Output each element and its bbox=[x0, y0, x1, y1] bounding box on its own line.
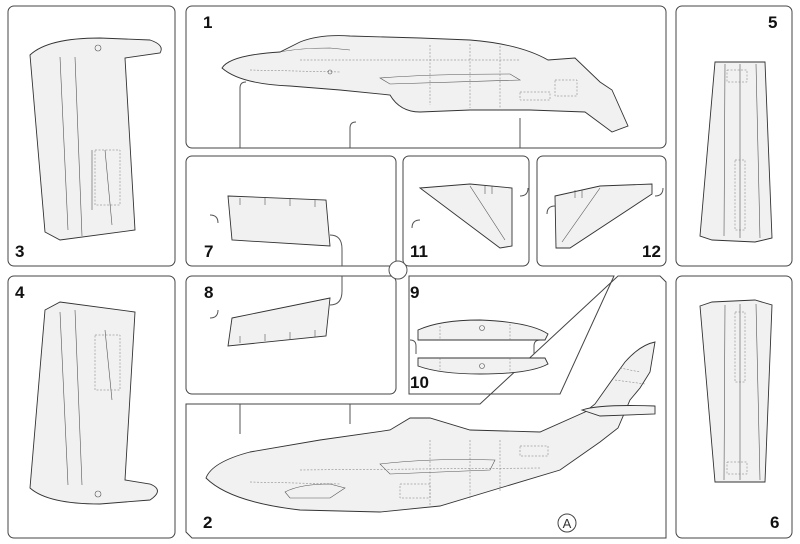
part-3-panel bbox=[94, 149, 121, 206]
part-2-hatch bbox=[519, 445, 549, 457]
cell-4 bbox=[7, 275, 176, 539]
part-6-panel-b bbox=[726, 461, 748, 475]
part-number-4: 4 bbox=[15, 283, 25, 302]
part-12-hinge bbox=[561, 187, 601, 243]
part-10-panels bbox=[439, 358, 511, 372]
part-4 bbox=[29, 301, 158, 505]
part-1-hatch-2 bbox=[519, 91, 551, 101]
part-number-2: 2 bbox=[203, 513, 212, 532]
part-number-10: 10 bbox=[410, 373, 429, 392]
part-2-canopy bbox=[284, 483, 346, 499]
part-11-outline bbox=[418, 183, 513, 249]
part-9-panels bbox=[439, 324, 511, 340]
cell-12 bbox=[536, 155, 667, 267]
gate-part-1 bbox=[239, 81, 521, 148]
part-2-tailplane bbox=[580, 405, 656, 417]
cell-9-10 bbox=[408, 275, 615, 395]
part-number-7: 7 bbox=[204, 242, 213, 261]
part-number-11: 11 bbox=[410, 242, 428, 261]
cell-7 bbox=[185, 155, 397, 267]
central-sprue-gate bbox=[388, 260, 408, 280]
part-1-hatch bbox=[554, 79, 578, 97]
part-3-pin bbox=[94, 44, 102, 52]
part-number-5: 5 bbox=[768, 13, 777, 32]
part-6-panel-a bbox=[734, 311, 746, 383]
part-number-6: 6 bbox=[770, 513, 779, 532]
part-10-pin bbox=[479, 363, 485, 369]
sprue-letter-circle bbox=[557, 513, 577, 533]
cell-5 bbox=[675, 5, 793, 267]
part-7-tabs bbox=[239, 198, 316, 207]
part-6-ribs bbox=[723, 303, 761, 481]
part-1-pin bbox=[327, 69, 333, 75]
part-2-panels bbox=[249, 367, 646, 505]
part-number-9: 9 bbox=[410, 283, 419, 302]
part-6-outline bbox=[699, 299, 773, 483]
part-5-panel-a bbox=[726, 69, 748, 83]
gate-part-12 bbox=[546, 187, 664, 215]
part-2 bbox=[205, 341, 656, 513]
part-9-outline bbox=[417, 319, 549, 341]
part-12 bbox=[554, 183, 653, 249]
part-4-panel bbox=[94, 334, 121, 391]
gate-part-7 bbox=[209, 214, 343, 266]
cell-11 bbox=[402, 155, 530, 267]
cell-8 bbox=[185, 275, 397, 395]
part-9-pin bbox=[479, 325, 485, 331]
part-1-panels bbox=[249, 44, 520, 108]
part-2-intake bbox=[379, 459, 496, 475]
part-6 bbox=[699, 299, 773, 483]
part-number-3: 3 bbox=[15, 242, 24, 261]
part-11-hinge bbox=[469, 185, 506, 241]
part-numbers: 1 2 3 4 5 6 7 8 9 10 11 12 bbox=[15, 13, 779, 532]
cell-6 bbox=[675, 275, 793, 539]
part-10-outline bbox=[417, 357, 549, 375]
part-10 bbox=[417, 357, 549, 375]
part-11 bbox=[418, 183, 513, 249]
part-9 bbox=[417, 319, 549, 341]
part-number-12: 12 bbox=[642, 242, 661, 261]
part-5-panel-b bbox=[734, 159, 746, 231]
part-1-canopy bbox=[279, 47, 351, 53]
part-5-ribs bbox=[723, 63, 761, 239]
part-8-outline bbox=[227, 297, 331, 347]
part-7 bbox=[227, 195, 331, 247]
gate-tanks bbox=[409, 339, 541, 354]
part-2-outline bbox=[205, 341, 656, 513]
part-1-intake bbox=[379, 73, 522, 85]
part-7-outline bbox=[227, 195, 331, 247]
part-8 bbox=[227, 297, 331, 347]
part-4-pin bbox=[94, 490, 102, 498]
cell-1 bbox=[185, 5, 667, 149]
part-3-ribs bbox=[59, 56, 113, 237]
sprue-letter: A bbox=[563, 516, 572, 531]
cell-3 bbox=[7, 5, 176, 267]
part-3 bbox=[29, 37, 162, 241]
part-5-outline bbox=[699, 61, 773, 243]
part-3-outline bbox=[29, 37, 162, 241]
sprue-frame bbox=[7, 5, 793, 539]
part-8-tabs bbox=[239, 330, 316, 343]
part-1-outline bbox=[221, 35, 629, 133]
sprue-letter-badge: A bbox=[557, 513, 577, 533]
part-2-hatch-2 bbox=[399, 483, 431, 499]
part-number-8: 8 bbox=[204, 283, 213, 302]
part-number-1: 1 bbox=[203, 13, 212, 32]
part-1 bbox=[221, 35, 629, 133]
part-12-outline bbox=[554, 183, 653, 249]
part-5 bbox=[699, 61, 773, 243]
part-4-outline bbox=[29, 301, 158, 505]
gate-part-11 bbox=[411, 187, 529, 229]
gate-part-8 bbox=[209, 276, 343, 319]
part-4-ribs bbox=[59, 309, 113, 486]
